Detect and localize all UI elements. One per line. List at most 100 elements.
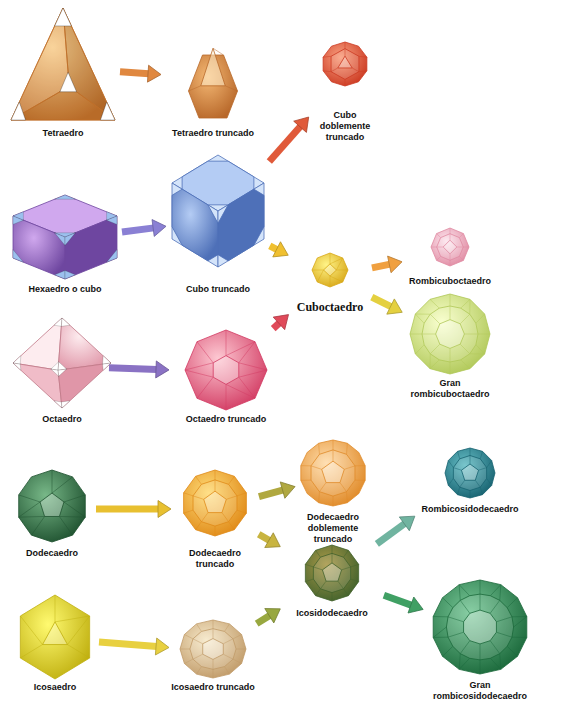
polyhedron-edge bbox=[512, 616, 527, 617]
polyhedron-edge bbox=[345, 49, 346, 56]
shape-area bbox=[297, 440, 369, 512]
polyhedron-face bbox=[172, 189, 218, 261]
polyhedron-edge bbox=[487, 461, 492, 468]
transform-arrow bbox=[372, 256, 402, 273]
polyhedron-edge bbox=[430, 344, 440, 354]
polyhedron-edge bbox=[351, 579, 359, 582]
polyhedron bbox=[180, 620, 246, 678]
polyhedron-edge bbox=[193, 496, 204, 499]
polyhedron-face bbox=[54, 318, 62, 326]
polyhedron-edge bbox=[55, 616, 90, 622]
arrow-head bbox=[273, 315, 288, 330]
polyhedron-edge bbox=[507, 598, 517, 608]
polyhedron-edge bbox=[233, 635, 242, 639]
polyhedron-edge bbox=[345, 42, 346, 49]
polyhedron-edge bbox=[431, 247, 437, 248]
polyhedron-edge bbox=[222, 513, 229, 522]
arrow-head bbox=[155, 638, 169, 655]
arrow-head bbox=[265, 609, 281, 623]
polyhedron-face bbox=[204, 491, 227, 512]
polyhedron-face bbox=[433, 580, 527, 674]
shape-area bbox=[17, 318, 107, 414]
polyhedron bbox=[19, 470, 86, 542]
polyhedron bbox=[323, 42, 367, 86]
polyhedron-node: Cuboctaedro bbox=[290, 253, 370, 314]
transform-arrow bbox=[99, 638, 169, 655]
polyhedron-edge bbox=[239, 363, 267, 370]
polyhedron bbox=[445, 448, 495, 498]
polyhedron-edge bbox=[355, 480, 365, 481]
polyhedron-edge bbox=[459, 234, 463, 238]
node-label: Rombicosidodecaedro bbox=[410, 504, 530, 515]
polyhedron-edge bbox=[470, 353, 485, 354]
polyhedron-edge bbox=[311, 466, 322, 469]
polyhedron-edge bbox=[430, 354, 431, 369]
polyhedron-edge bbox=[346, 492, 348, 503]
transform-arrow bbox=[259, 482, 295, 498]
polyhedron-edge bbox=[344, 589, 349, 596]
node-label: Dodecaedro bbox=[10, 548, 94, 559]
polyhedron-edge bbox=[512, 637, 527, 638]
node-label: Gran rombicuboctaedro bbox=[404, 378, 496, 400]
polyhedron-edge bbox=[507, 646, 517, 656]
polyhedron-edge bbox=[448, 617, 464, 622]
polyhedron-edge bbox=[64, 502, 85, 517]
polyhedron-edge bbox=[332, 545, 333, 553]
polyhedron-edge bbox=[185, 370, 213, 377]
polyhedron-edge bbox=[500, 585, 501, 601]
polyhedron-edge bbox=[450, 362, 451, 374]
polyhedron-edge bbox=[237, 510, 246, 513]
polyhedron-edge bbox=[490, 585, 500, 596]
polyhedron-edge bbox=[31, 516, 44, 535]
transform-arrow bbox=[273, 315, 288, 330]
polyhedron-edge bbox=[20, 645, 42, 658]
polyhedron-edge bbox=[459, 256, 463, 260]
polyhedron-node: Rombicuboctaedro bbox=[404, 228, 496, 287]
polyhedron-face bbox=[410, 294, 490, 374]
polyhedron-face bbox=[58, 369, 66, 376]
polyhedron-face bbox=[55, 271, 65, 279]
polyhedron-face bbox=[65, 216, 117, 279]
transform-arrow bbox=[259, 533, 281, 548]
polyhedron-face bbox=[107, 250, 117, 263]
node-label: Octaedro truncado bbox=[171, 414, 281, 425]
polyhedron-edge bbox=[301, 480, 311, 481]
polyhedron-face bbox=[100, 102, 115, 120]
polyhedron-edge bbox=[460, 344, 470, 354]
polyhedron-edge bbox=[450, 234, 451, 240]
polyhedron-edge bbox=[433, 637, 448, 638]
polyhedron-edge bbox=[312, 270, 324, 271]
polyhedron-edge bbox=[359, 56, 367, 58]
polyhedron-edge bbox=[479, 468, 487, 471]
shape-area bbox=[171, 620, 255, 682]
polyhedron bbox=[305, 545, 358, 601]
polyhedron-edge bbox=[213, 620, 214, 629]
polyhedron-node: Cubo truncado bbox=[168, 155, 268, 295]
polyhedron-node: Gran rombicosidodecaedro bbox=[425, 580, 535, 702]
polyhedron bbox=[410, 294, 490, 374]
arrow-shaft bbox=[259, 534, 270, 540]
node-label: Cuboctaedro bbox=[290, 300, 370, 314]
polyhedron-edge bbox=[305, 579, 313, 582]
polyhedron-edge bbox=[480, 644, 481, 660]
polyhedron-edge bbox=[229, 476, 235, 484]
transform-arrow bbox=[257, 609, 281, 624]
polyhedron-face bbox=[54, 401, 62, 408]
shape-area bbox=[425, 580, 535, 680]
polyhedron-edge bbox=[336, 270, 348, 271]
polyhedron-edge bbox=[437, 247, 443, 248]
polyhedron-edge bbox=[236, 649, 246, 650]
polyhedron-face bbox=[464, 610, 497, 644]
polyhedron-edge bbox=[460, 314, 470, 324]
polyhedron-face bbox=[338, 56, 352, 68]
polyhedron-edge bbox=[55, 595, 56, 622]
polyhedron-edge bbox=[469, 299, 470, 314]
polyhedron-edge bbox=[450, 254, 451, 260]
node-label: Cubo truncado bbox=[168, 284, 268, 295]
polyhedron-face bbox=[40, 493, 64, 516]
polyhedron-face bbox=[20, 595, 89, 679]
polyhedron-edge bbox=[197, 624, 202, 632]
polyhedron-edge bbox=[346, 443, 348, 454]
polyhedron-face bbox=[65, 271, 75, 279]
